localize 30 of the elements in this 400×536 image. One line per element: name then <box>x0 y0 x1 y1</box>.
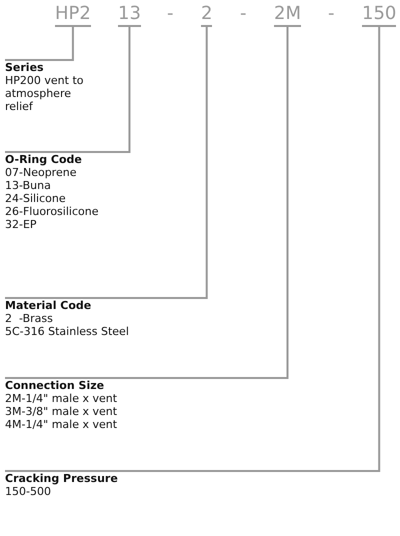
section-heading: Cracking Pressure <box>5 472 119 485</box>
section-heading: O-Ring Code <box>5 153 83 166</box>
option-text: 3M-3/8" male x vent <box>5 405 118 418</box>
code-segment: HP2 <box>55 4 91 27</box>
option-text: 32-EP <box>5 218 38 231</box>
leader-line <box>5 27 288 379</box>
option-text: 2M-1/4" male x vent <box>5 392 118 405</box>
section-heading: Material Code <box>5 299 92 312</box>
description-text: HP200 vent to atmosphere relief <box>5 74 84 113</box>
separator-dash: - <box>328 4 334 24</box>
description-text: 150-500 <box>5 485 52 498</box>
leader-line <box>5 27 208 299</box>
section-heading: Series <box>5 61 45 74</box>
leader-line <box>5 27 130 153</box>
separator-dash: - <box>240 4 246 24</box>
option-text: 24-Silicone <box>5 192 67 205</box>
leader-line <box>5 27 74 61</box>
option-text: 4M-1/4" male x vent <box>5 418 118 431</box>
code-segment: 150 <box>362 4 396 27</box>
section-heading: Connection Size <box>5 379 106 392</box>
code-segment: 2 <box>201 4 212 27</box>
leader-line <box>5 27 380 472</box>
code-segment: 13 <box>118 4 141 27</box>
option-text: 07-Neoprene <box>5 166 78 179</box>
option-text: 5C-316 Stainless Steel <box>5 325 130 338</box>
option-text: 13-Buna <box>5 179 52 192</box>
option-text: 2 -Brass <box>5 312 54 325</box>
option-text: 26-Fluorosilicone <box>5 205 100 218</box>
code-segment: 2M <box>274 4 301 27</box>
separator-dash: - <box>167 4 174 24</box>
